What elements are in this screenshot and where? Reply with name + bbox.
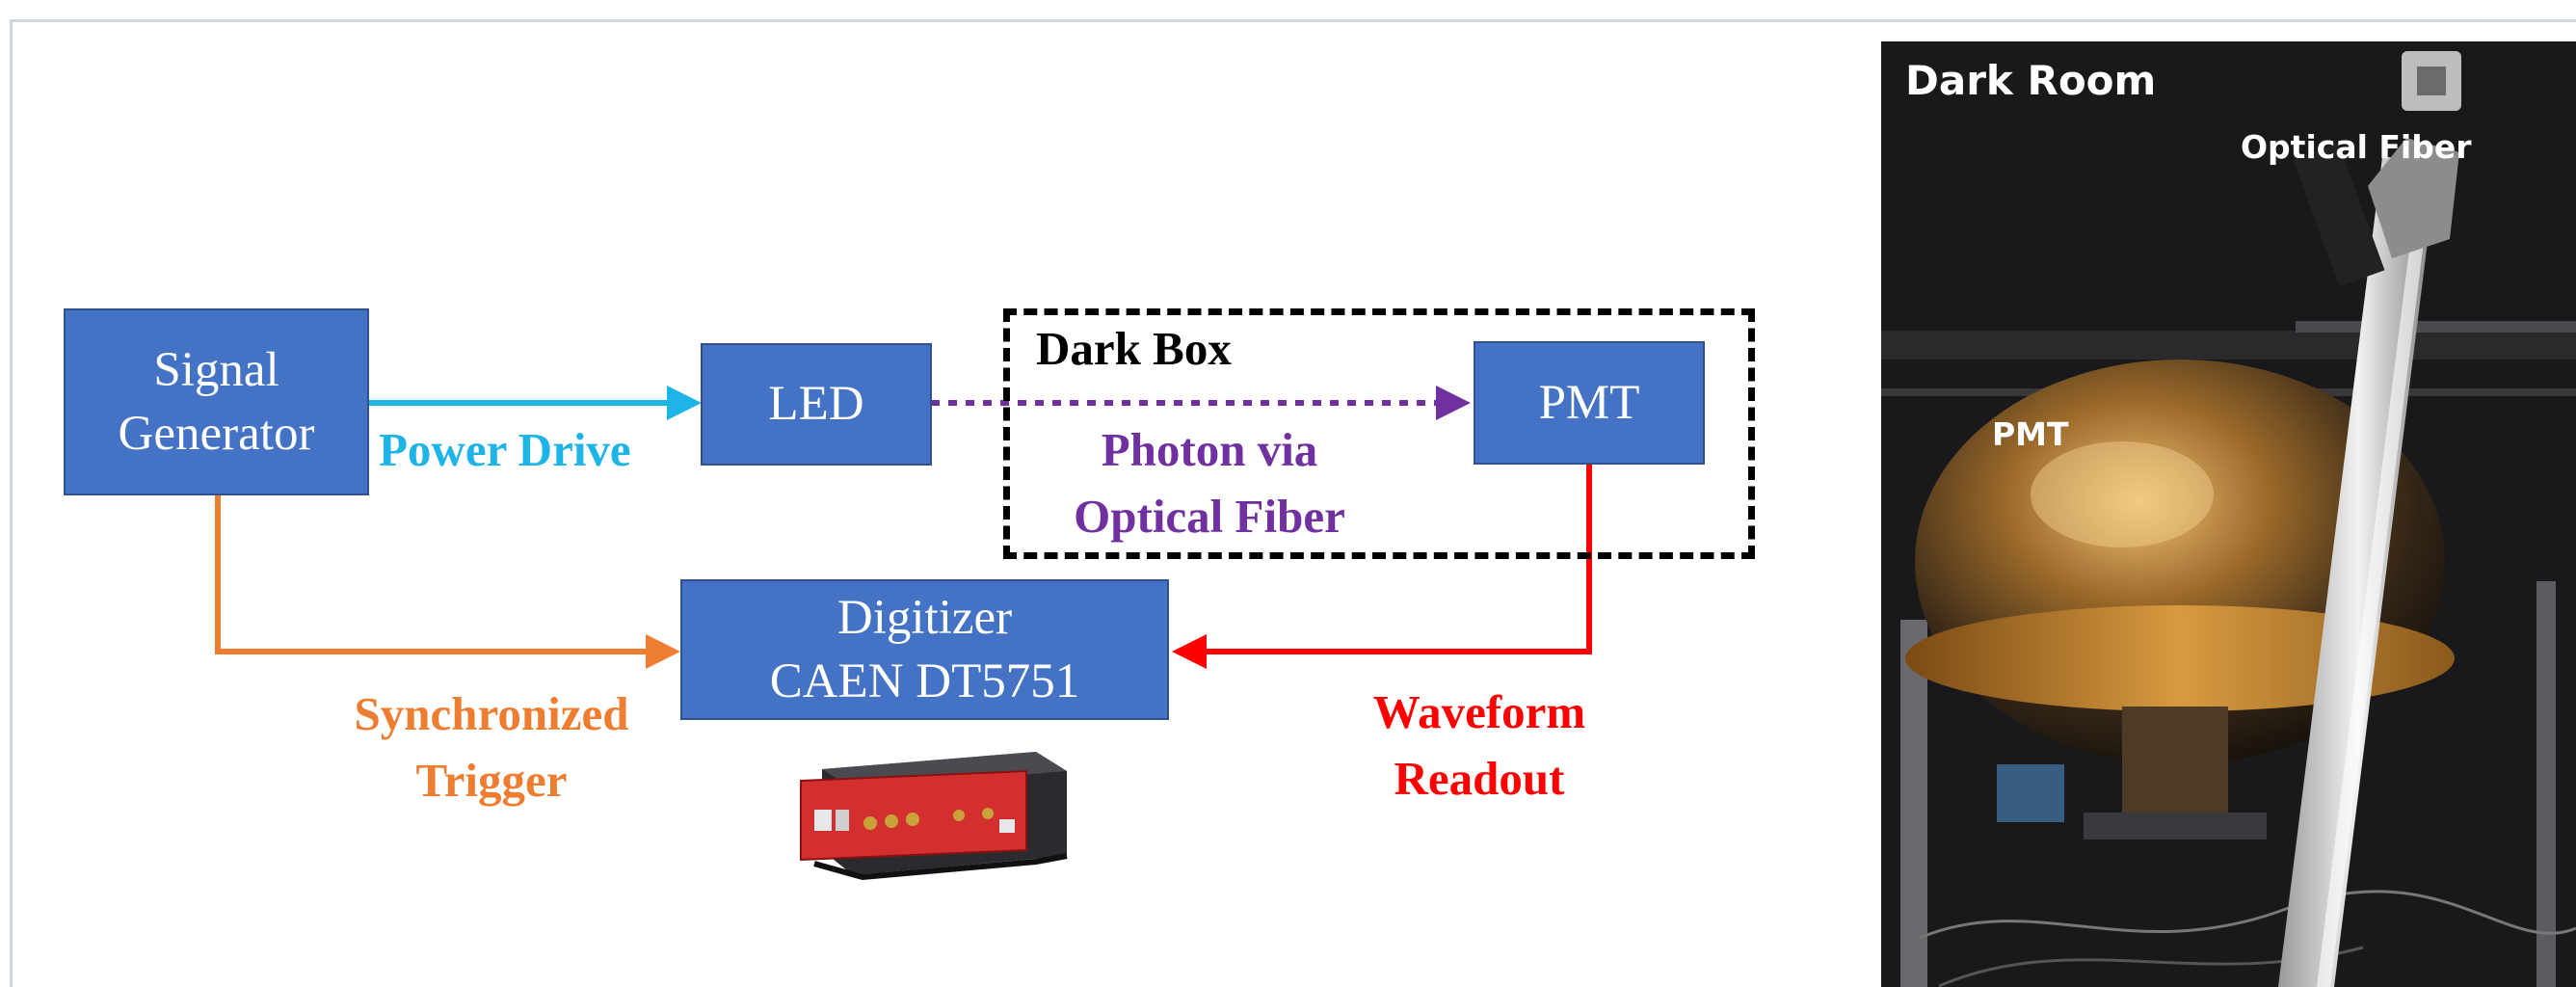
trigger-label-line1: Synchronized: [354, 687, 629, 740]
power-drive-label: Power Drive: [379, 423, 631, 476]
dark-room-photo: Dark Room Optical Fiber PMT: [1881, 41, 2576, 987]
dark-room-label: Dark Room: [1905, 57, 2157, 104]
slide-frame: [10, 19, 2576, 987]
led-label: LED: [768, 377, 864, 432]
led-box: LED: [701, 343, 932, 466]
optical-fiber-label: Optical Fiber: [2241, 128, 2472, 166]
digitizer-line2: CAEN DT5751: [769, 654, 1080, 708]
digitizer-box: Digitizer CAEN DT5751: [680, 579, 1169, 720]
readout-arrow: [1172, 465, 1592, 669]
digitizer-line1: Digitizer: [837, 590, 1013, 645]
pmt-photo-label: PMT: [1992, 415, 2069, 453]
trigger-label-line2: Trigger: [415, 753, 568, 807]
connector-arrows: [215, 386, 1592, 669]
pmt-label: PMT: [1538, 375, 1640, 430]
readout-label-line2: Readout: [1394, 751, 1565, 805]
dark-box-label: Dark Box: [1036, 322, 1232, 375]
readout-label-line1: Waveform: [1372, 685, 1586, 738]
pmt-box: PMT: [1474, 341, 1705, 465]
photon-label-line2: Optical Fiber: [1074, 489, 1345, 543]
signal-generator-box: Signal Generator: [64, 308, 369, 495]
photon-label-line1: Photon via: [1101, 423, 1318, 476]
dark-box-outline: [1003, 308, 1755, 559]
synchronized-trigger-label: Synchronized Trigger: [328, 681, 655, 814]
waveform-readout-label: Waveform Readout: [1349, 680, 1609, 812]
signal-generator-line1: Signal: [153, 342, 279, 397]
digitizer-device-image: [800, 752, 1068, 881]
trigger-arrow: [215, 494, 680, 669]
photon-via-fiber-label: Photon via Optical Fiber: [1050, 417, 1368, 549]
signal-generator-line2: Generator: [118, 407, 315, 461]
